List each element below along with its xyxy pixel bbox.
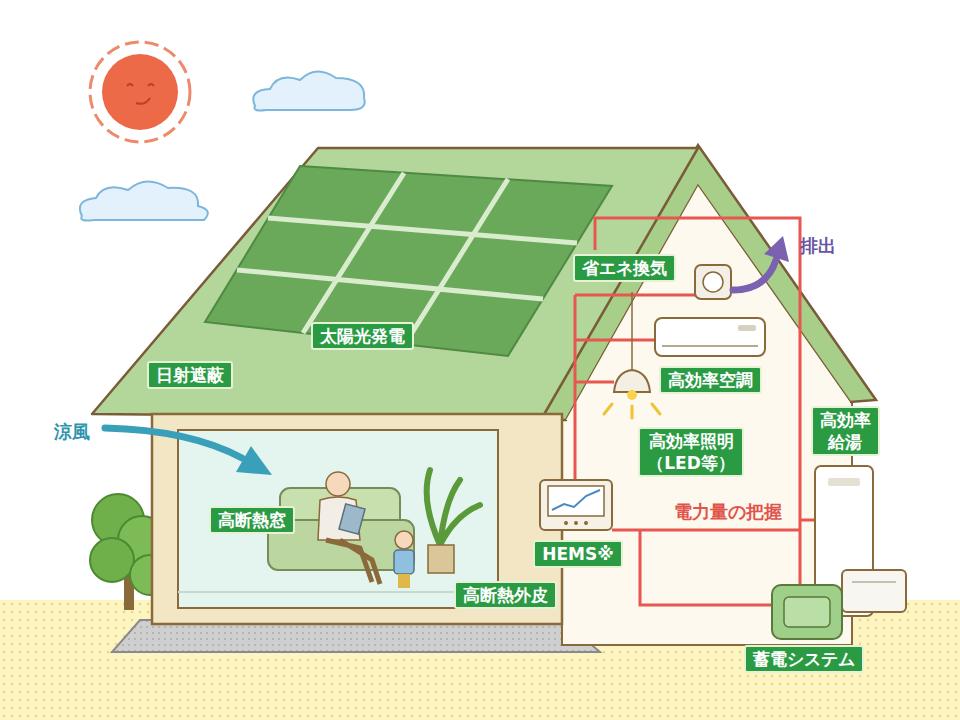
label-box: 高断熱外皮: [454, 581, 557, 609]
cloud: [80, 181, 208, 220]
label-box: 高効率空調: [659, 366, 762, 394]
label-text: 高効率 給湯: [820, 409, 871, 453]
breeze-arrow: [105, 428, 272, 475]
label-box: 省エネ換気: [573, 254, 676, 282]
label-text: 高効率空調: [668, 369, 753, 391]
exhaust-arrow: [733, 236, 789, 290]
led-lamp: [604, 292, 660, 418]
label-box: HEMS※: [533, 540, 623, 568]
label-box: 日射遮蔽: [147, 361, 233, 389]
roof: [92, 148, 698, 418]
cloud: [253, 71, 364, 110]
battery: [772, 585, 842, 639]
label-text: 高断熱窓: [218, 509, 286, 531]
label-box: 太陽光発電: [311, 322, 414, 350]
sun: [90, 42, 190, 142]
label-box: 高効率照明 （LED等）: [638, 427, 744, 477]
air-conditioner: [655, 318, 765, 356]
label-text: 蓄電システム: [753, 648, 855, 670]
hems-monitor: [540, 480, 612, 530]
solar-panels: [205, 166, 612, 356]
label-text: 高断熱外皮: [463, 584, 548, 606]
label-text: 高効率照明 （LED等）: [647, 430, 735, 474]
callout-label: 電力量の把握: [674, 501, 782, 523]
label-box: 高断熱窓: [209, 506, 295, 534]
label-box: 高効率 給湯: [811, 406, 880, 456]
family-on-sofa: [268, 470, 480, 588]
label-text: HEMS※: [542, 543, 614, 565]
label-text: 太陽光発電: [320, 325, 405, 347]
callout-label: 排出: [800, 235, 836, 257]
label-text: 日射遮蔽: [156, 364, 224, 386]
label-text: 省エネ換気: [582, 257, 667, 279]
label-box: 蓄電システム: [744, 645, 864, 673]
callout-label: 涼風: [54, 421, 90, 443]
room: [178, 430, 498, 608]
ventilation-fan: [695, 265, 731, 299]
